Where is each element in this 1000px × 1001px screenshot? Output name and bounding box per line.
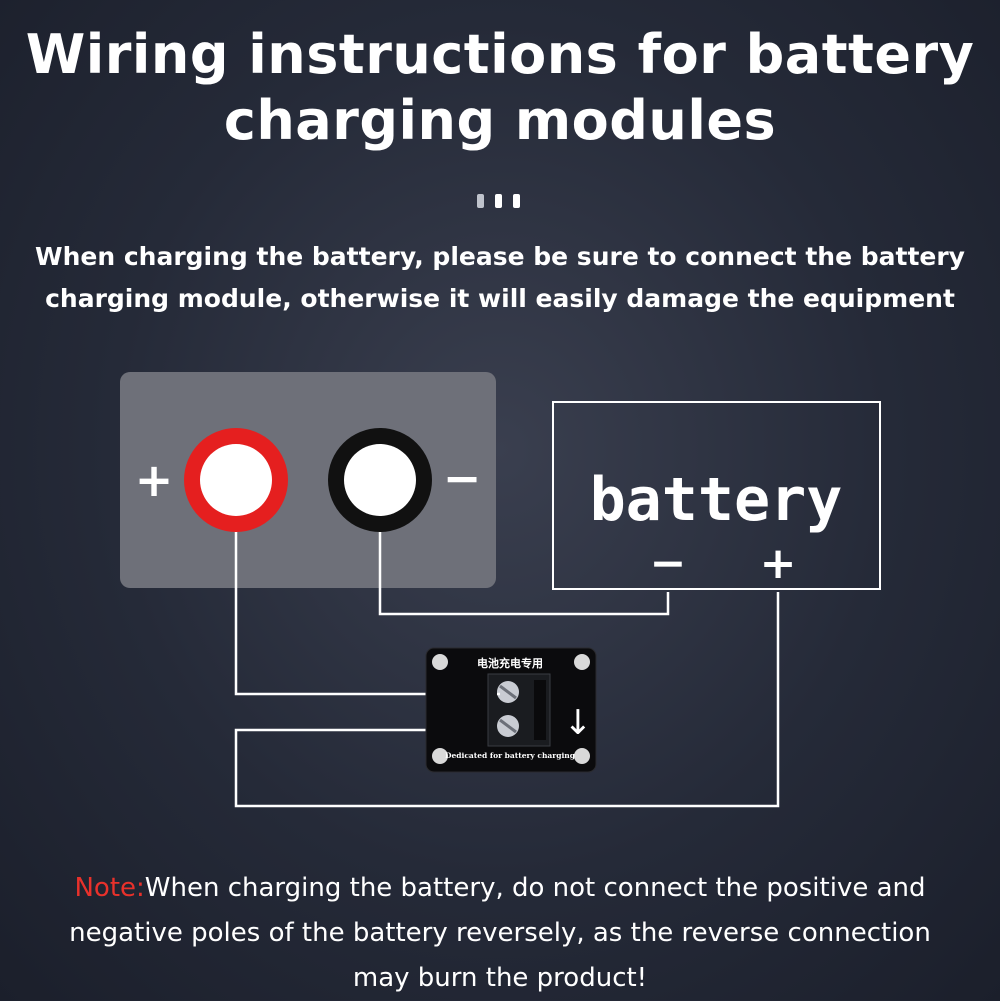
wire-battery-positive [234, 592, 780, 808]
charger-plus-label: + [135, 453, 174, 507]
note-line-1-text: When charging the battery, do not connec… [144, 873, 926, 903]
note-label: Note: [74, 873, 145, 903]
note-line-2: negative poles of the battery reversely,… [69, 918, 931, 948]
battery-label: battery [590, 465, 843, 535]
charger-panel [120, 372, 496, 588]
mount-hole-bl [432, 748, 448, 764]
mount-hole-br [574, 748, 590, 764]
charger-minus-label: − [443, 451, 482, 505]
title-line-1: Wiring instructions for battery [25, 23, 975, 86]
note-line-3: may burn the product! [352, 963, 648, 993]
positive-terminal [184, 428, 288, 532]
intro-line-2: charging module, otherwise it will easil… [45, 284, 955, 313]
module-top-label: 电池充电专用 [477, 656, 543, 670]
charging-module: 电池充电专用 ↓ Dedicated for battery charging [425, 647, 597, 773]
battery-plus-label: + [760, 538, 797, 589]
mount-hole-tr [574, 654, 590, 670]
terminal-screw-bottom [497, 715, 519, 737]
module-arrow: ↓ [564, 703, 593, 743]
mount-hole-tl [432, 654, 448, 670]
title-line-2: charging modules [223, 89, 777, 152]
warning-note: Note:When charging the battery, do not c… [0, 866, 1000, 1001]
wire-charger-negative [378, 528, 670, 616]
module-bottom-label: Dedicated for battery charging [445, 751, 576, 760]
section-divider-dots [477, 194, 523, 208]
negative-terminal [328, 428, 432, 532]
terminal-screw-top [497, 681, 519, 703]
page-title: Wiring instructions for battery charging… [0, 22, 1000, 154]
intro-text: When charging the battery, please be sur… [0, 236, 1000, 320]
battery-box [552, 401, 881, 590]
intro-line-1: When charging the battery, please be sur… [35, 242, 965, 271]
battery-minus-label: − [650, 538, 687, 589]
wires [234, 528, 780, 808]
note-line-1: Note:When charging the battery, do not c… [0, 866, 1000, 911]
wire-charger-positive [234, 528, 500, 696]
